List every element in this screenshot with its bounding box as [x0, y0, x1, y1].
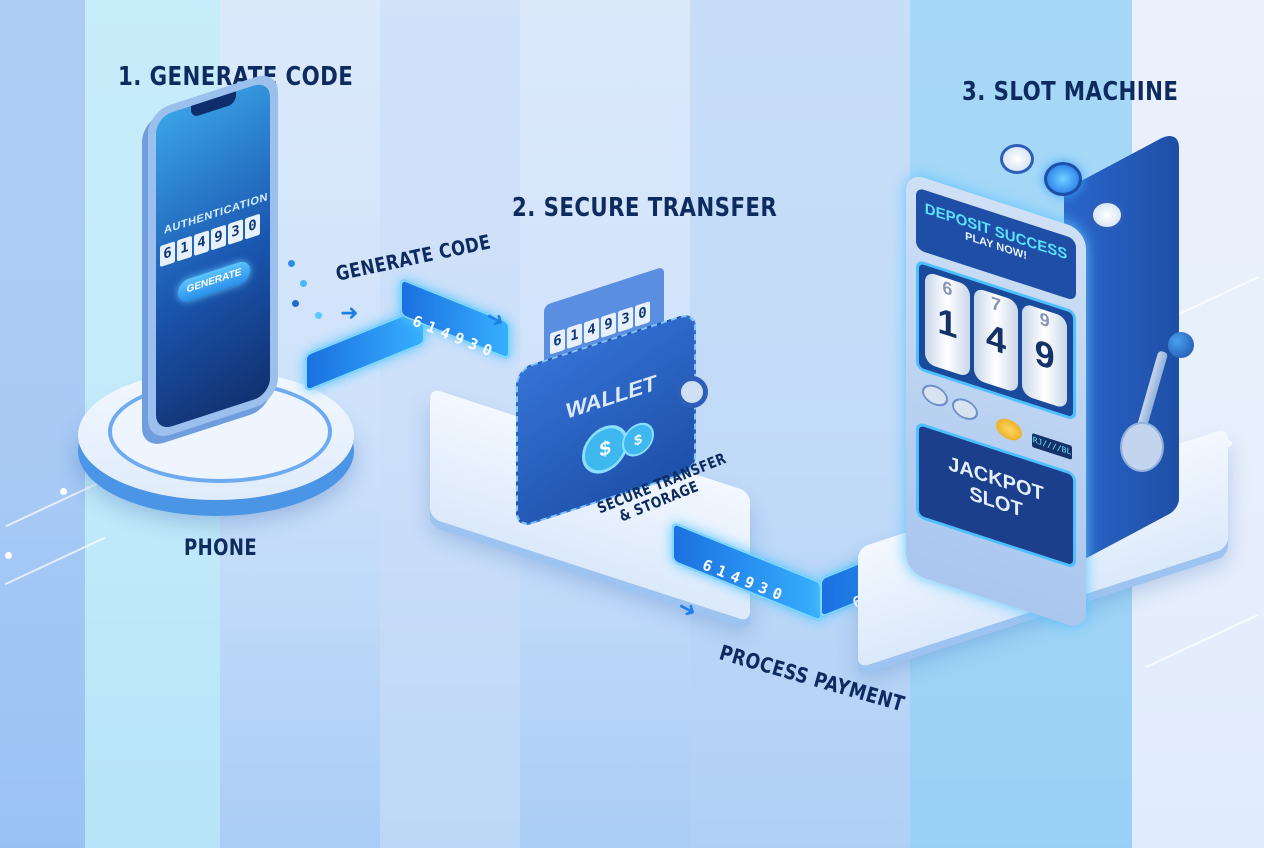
slot-cabinet-front: DEPOSIT SUCCESS PLAY NOW! 6 1 7 4 9 9 RJ…: [906, 172, 1086, 631]
slot-button[interactable]: [922, 381, 948, 410]
code-digit: 0: [245, 213, 260, 240]
step-3-title: 3. SLOT MACHINE: [962, 77, 1179, 107]
step-2-title: 2. SECURE TRANSFER: [512, 193, 778, 223]
bg-column: [0, 0, 85, 848]
slot-button[interactable]: [952, 394, 978, 424]
code-digit: 4: [194, 230, 209, 257]
coin-icon: $: [582, 418, 628, 480]
arrow-right-icon: ➜: [340, 300, 359, 325]
slot-machine: DEPOSIT SUCCESS PLAY NOW! 6 1 7 4 9 9 RJ…: [904, 128, 1224, 631]
code-digit: 9: [211, 224, 226, 251]
circuit-node: [60, 488, 67, 495]
particle: [292, 300, 299, 307]
slot-reel: 6 1: [925, 271, 970, 378]
code-digit: 3: [618, 306, 633, 333]
circuit-node: [1225, 440, 1232, 447]
coin-slot-icon[interactable]: [996, 415, 1022, 444]
slot-reel: 9 9: [1022, 302, 1068, 410]
coin-symbol: $: [599, 436, 611, 463]
code-digit: 9: [601, 312, 616, 338]
code-digit: 6: [550, 328, 565, 355]
phone-label: PHONE: [184, 536, 258, 561]
slot-light-icon: [1000, 144, 1034, 174]
particle: [288, 260, 295, 267]
lever-knob[interactable]: [1168, 332, 1194, 358]
slot-reel: 7 4: [973, 286, 1019, 394]
slot-light-icon: [1044, 162, 1082, 196]
coin-symbol: $: [634, 430, 642, 449]
wallet-title: WALLET: [566, 369, 657, 424]
particle: [315, 312, 322, 319]
code-digit: 1: [567, 323, 582, 350]
circuit-node: [5, 552, 12, 559]
code-digit: 1: [177, 235, 192, 262]
bg-column: [690, 0, 910, 848]
coin-icon: $: [622, 418, 654, 461]
particle: [300, 280, 307, 287]
slot-display: RJ////BL: [1032, 432, 1072, 460]
code-digit: 3: [228, 219, 243, 246]
lever-base: [1120, 422, 1164, 472]
slot-light-icon: [1090, 200, 1124, 230]
generate-button[interactable]: GENERATE: [178, 258, 250, 305]
code-digit: 4: [584, 317, 599, 344]
phone-notch: [191, 91, 236, 119]
code-digit: 6: [160, 241, 175, 268]
wallet-clasp: [676, 376, 708, 408]
code-digit: 0: [635, 301, 650, 327]
